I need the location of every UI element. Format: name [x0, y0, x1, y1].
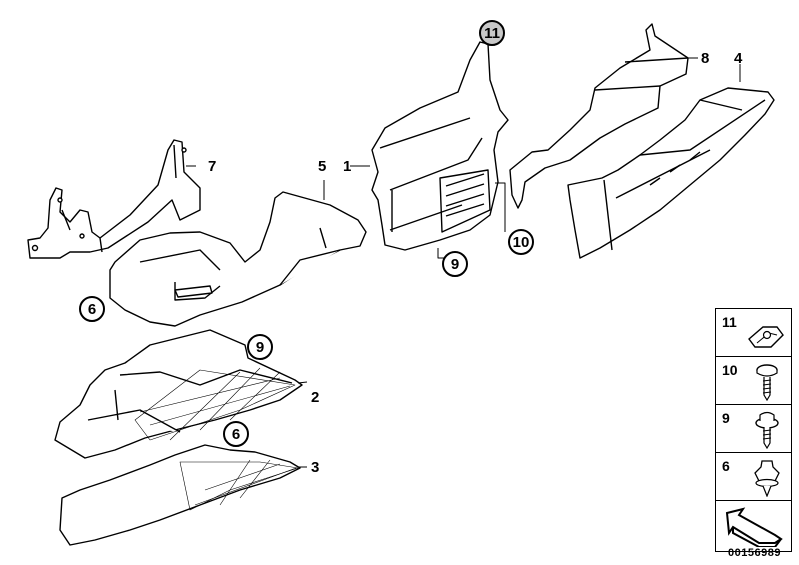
legend-item-direction — [716, 501, 791, 551]
callout-part-3: 3 — [311, 459, 320, 476]
callout-part-2: 2 — [311, 389, 320, 406]
callout-part-8: 8 — [701, 50, 710, 67]
circled-ref-11: 11 — [479, 20, 505, 46]
part-3-console-panel — [59, 444, 301, 546]
screw-icon — [756, 364, 778, 401]
legend-number: 11 — [722, 314, 737, 330]
expanding-rivet-icon — [754, 460, 780, 497]
circled-ref-10: 10 — [508, 229, 534, 255]
part-4-side-bracket — [567, 87, 775, 259]
part-1-center-frame — [371, 41, 509, 251]
diagram-id: 00156989 — [728, 547, 781, 559]
circled-ref-9: 9 — [442, 251, 468, 277]
fastener-legend: 11 10 9 6 — [715, 308, 792, 552]
legend-item-screw: 10 — [716, 357, 791, 405]
legend-number: 6 — [722, 458, 730, 474]
part-7-bracket — [27, 139, 201, 259]
callout-part-1: 1 — [343, 158, 352, 175]
legend-number: 10 — [722, 362, 738, 378]
clip-nut-icon — [748, 326, 784, 348]
callout-part-7: 7 — [208, 158, 217, 175]
legend-item-rivet: 6 — [716, 453, 791, 501]
circled-ref-6-lower: 6 — [223, 421, 249, 447]
screw-with-washer-icon — [755, 411, 779, 449]
legend-number: 9 — [722, 410, 730, 426]
callout-part-4: 4 — [734, 50, 743, 67]
direction-arrow-icon — [725, 507, 783, 547]
legend-item-screw-washer: 9 — [716, 405, 791, 453]
part-5-console-cover — [109, 191, 367, 327]
legend-item-clip-nut: 11 — [716, 309, 791, 357]
circled-ref-9-lower: 9 — [247, 334, 273, 360]
part-2-console-trim — [54, 329, 303, 459]
callout-part-5: 5 — [318, 158, 327, 175]
part-8-air-duct — [509, 23, 689, 209]
circled-ref-6: 6 — [79, 296, 105, 322]
